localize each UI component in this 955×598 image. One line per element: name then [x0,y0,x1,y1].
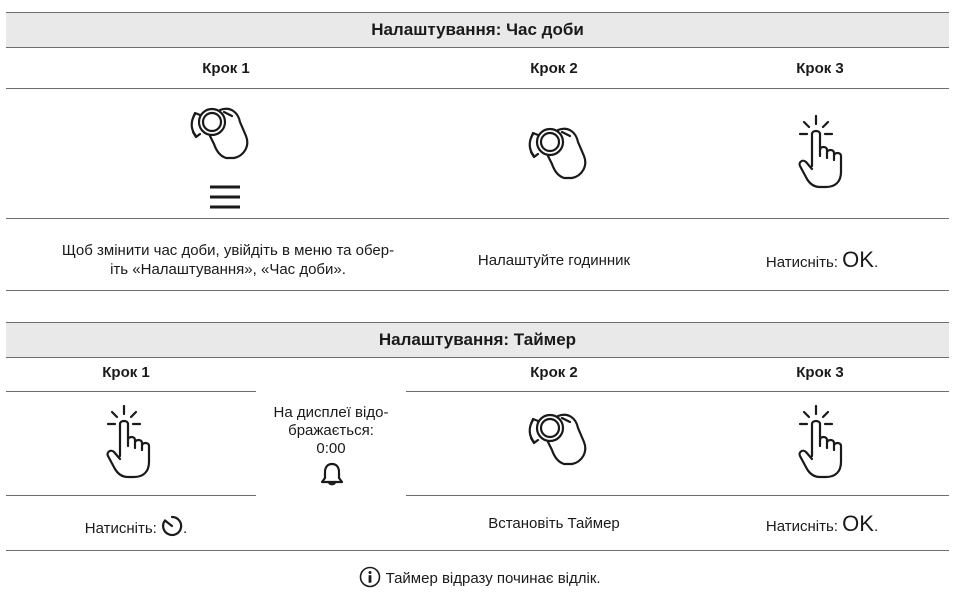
note-text: Таймер відразу починає відлік. [385,570,601,587]
instruction-text: Натисніть: [84,520,157,537]
section2-step2-instruction: Встановіть Таймер [488,515,620,532]
display-info: На дисплеї відо- бражається: 0:00 [256,404,406,458]
bell-icon [320,461,344,487]
hand-rotate-knob-icon [518,398,598,478]
section1-step1-instruction: Щоб змінити час доби, увійдіть в меню та… [6,241,450,279]
display-text-line: На дисплеї відо- [273,404,389,421]
hand-press-icon [792,114,852,190]
instruction-end: . [183,520,188,537]
note: Таймер відразу починає відлік. [300,566,660,596]
display-time: 0:00 [316,440,346,457]
section1-step2-instruction: Налаштуйте годинник [477,252,631,269]
instruction-line: іть «Налаштування», «Час доби». [110,261,346,278]
section2-step3-label: Крок 3 [796,364,844,381]
instruction-line: Щоб змінити час доби, увійдіть в меню та… [61,242,395,259]
divider [406,495,949,496]
section1-title: Налаштування: Час доби [6,12,949,48]
hand-rotate-knob-icon [180,92,260,172]
section1-step3-label: Крок 3 [796,60,844,77]
section2-step2-label: Крок 2 [530,364,578,381]
section2-step1-instruction: Натисніть: . [26,515,246,542]
hand-rotate-knob-icon [518,112,598,192]
instruction-end: . [873,518,879,535]
display-text-line: бражається: [288,422,374,439]
instruction-text: Натисніть: [765,518,838,535]
section1-step1-label: Крок 1 [202,60,250,77]
section2-step1-label: Крок 1 [102,364,150,381]
divider [6,218,949,219]
section2-title: Налаштування: Таймер [6,322,949,358]
instruction-text: Натисніть: [765,254,838,271]
divider [6,495,256,496]
divider [6,550,949,551]
divider [6,290,949,291]
section2-step3-instruction: Натисніть: OK. [712,511,932,536]
menu-icon [208,184,242,210]
ok-key-label: OK [842,511,874,536]
divider [6,88,949,89]
hand-press-icon [100,404,160,480]
hand-press-icon [792,404,852,480]
divider [406,391,949,392]
section1-step3-instruction: Натисніть: OK. [712,247,932,272]
ok-key-label: OK [842,247,874,272]
info-icon [359,566,381,596]
instruction-end: . [873,254,879,271]
divider [6,391,256,392]
section1-step2-label: Крок 2 [530,60,578,77]
timer-icon [161,515,183,542]
